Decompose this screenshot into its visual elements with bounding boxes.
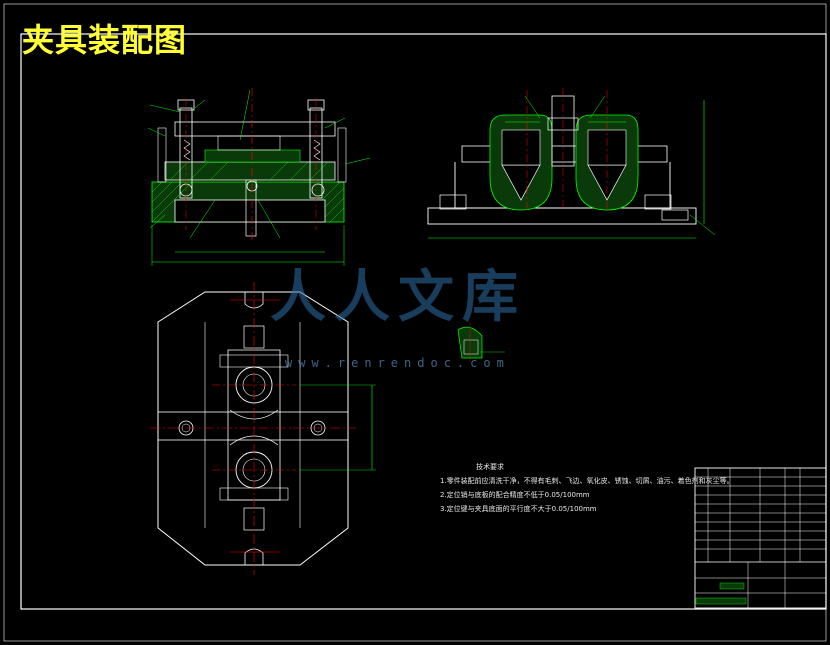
detail-view [457, 322, 505, 362]
requirement-item: 1.零件装配前应清洗干净，不得有毛刺、飞边、氧化皮、锈蚀、切屑、油污、着色剂和灰… [440, 477, 734, 485]
plan-view [150, 282, 376, 575]
watermark-url: www.renrendoc.com [285, 356, 510, 370]
side-section-view [427, 88, 716, 239]
technical-requirements: 技术要求 1.零件装配前应清洗干净，不得有毛刺、飞边、氧化皮、锈蚀、切屑、油污、… [440, 460, 734, 516]
requirement-item: 2.定位销与底板的配合精度不低于0.05/100mm [440, 491, 590, 499]
front-section-view [147, 88, 371, 266]
technical-requirements-heading: 技术要求 [476, 463, 504, 471]
requirement-item: 3.定位键与夹具底面的平行度不大于0.05/100mm [440, 505, 597, 513]
drawing-title: 夹具装配图 [22, 21, 188, 59]
title-block [694, 467, 827, 609]
inner-frame [20, 33, 827, 610]
watermark-logo: 人人文库 [270, 265, 526, 330]
